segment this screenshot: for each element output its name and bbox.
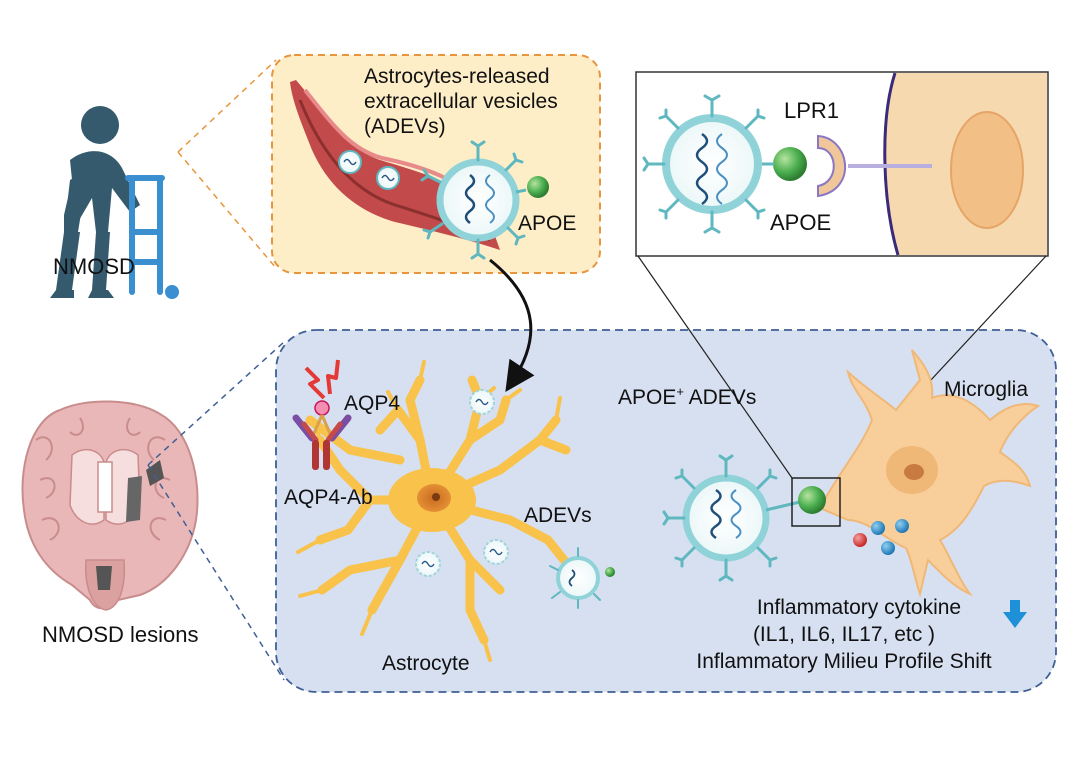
small-adev	[469, 389, 495, 415]
apoe-adevs-label: APOE+ ADEVs	[618, 384, 756, 410]
zoom-lines	[147, 59, 285, 681]
apoe-adevs-prefix: APOE	[618, 386, 677, 409]
cytokine-line-3: Inflammatory Milieu Profile Shift	[696, 650, 992, 673]
small-adev	[483, 539, 509, 565]
release-arrow	[489, 258, 535, 392]
aqp4-label: AQP4	[344, 392, 401, 415]
lesions-label: NMOSD lesions	[42, 622, 199, 647]
astrocyte-label: Astrocyte	[382, 652, 470, 675]
vessel-title: Astrocytes-released extracellular vesicl…	[364, 64, 596, 139]
brain-section-icon	[21, 400, 199, 611]
adev-vesicle-inset	[642, 94, 766, 234]
small-vesicle	[338, 150, 362, 174]
decrease-arrow-icon	[1003, 600, 1027, 628]
aqp4ab-label: AQP4-Ab	[284, 486, 373, 509]
apoe-ball-inset	[773, 147, 807, 181]
walker-icon	[125, 175, 179, 299]
patient-icon	[50, 106, 140, 298]
vessel-panel	[271, 54, 601, 274]
aqp4-channel	[314, 400, 330, 416]
apoe-adevs-superscript: +	[676, 384, 684, 399]
apoe-ball	[527, 176, 549, 198]
aqp4-ab-icon	[292, 359, 352, 470]
inset-apoe-label: APOE	[770, 210, 832, 235]
microglia-label: Microglia	[944, 378, 1029, 401]
cytokine-text: Inflammatory cytokine (IL1, IL6, IL17, e…	[654, 594, 1034, 675]
inset-receptor-label: LPR1	[784, 98, 840, 123]
adevs-label: ADEVs	[524, 504, 592, 527]
apoe-label: APOE	[518, 212, 577, 235]
small-vesicle	[376, 166, 400, 190]
zoom-box	[791, 477, 841, 527]
patient-label: NMOSD	[53, 254, 135, 279]
adev-vesicle-large	[420, 140, 549, 260]
cytokine-line-1: Inflammatory cytokine	[756, 596, 962, 619]
cytokine-line-2: (IL1, IL6, IL17, etc )	[752, 623, 936, 646]
vessel-title-line-3: (ADEVs)	[364, 115, 446, 138]
apoe-ball-microglia	[798, 486, 826, 514]
cytokine-particles	[853, 519, 909, 555]
lrp1-receptor	[817, 134, 846, 198]
microglia-cell	[818, 349, 1041, 598]
apoe-adev-vesicle	[662, 454, 801, 582]
vessel-title-line-1: Astrocytes-released	[364, 65, 550, 88]
small-adev	[415, 551, 441, 577]
small-adev-apoe	[549, 547, 615, 609]
receptor-inset	[635, 71, 1049, 257]
vessel-title-line-2: extracellular vesicles	[364, 90, 558, 113]
apoe-adevs-suffix: ADEVs	[683, 386, 757, 409]
